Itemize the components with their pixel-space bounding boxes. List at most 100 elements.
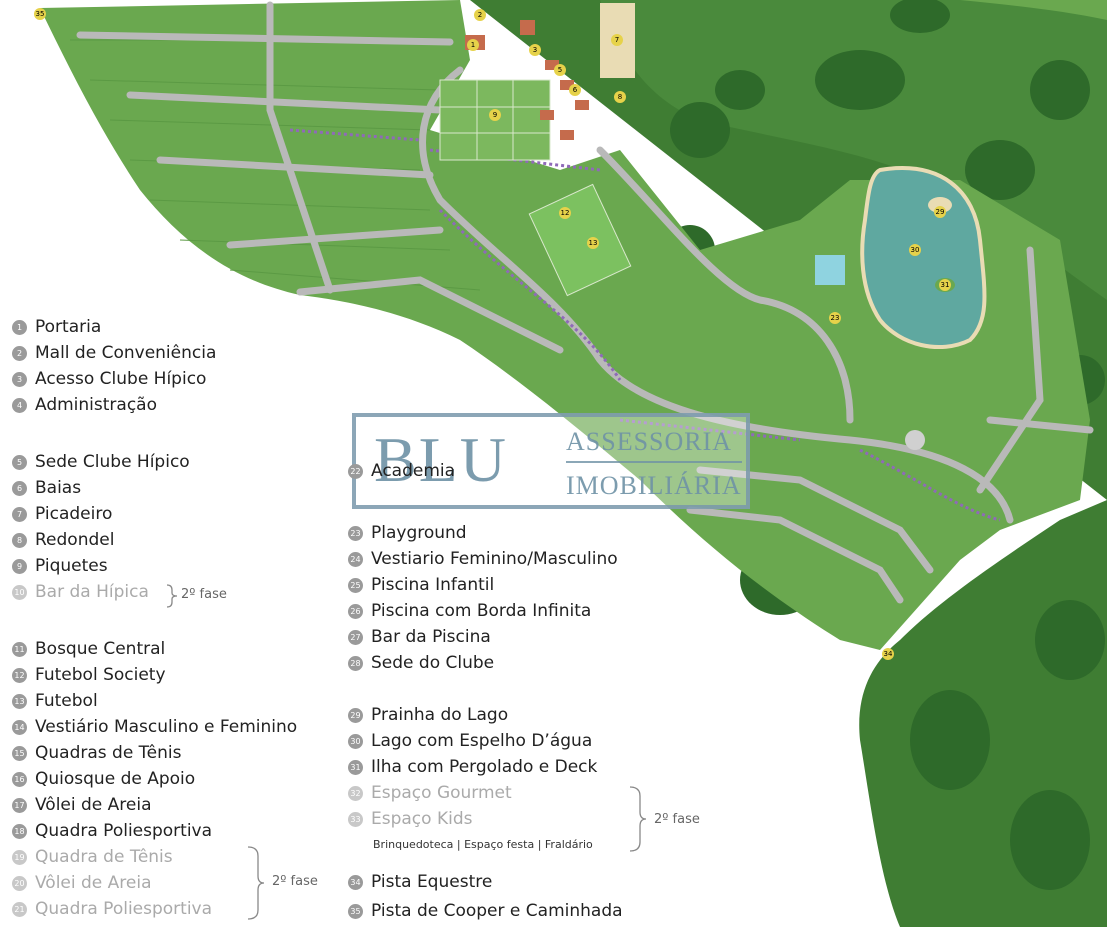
- legend-item-22: 22 Academia: [348, 460, 455, 482]
- legend-label: Quadras de Tênis: [35, 743, 182, 763]
- legend-item-5: 5 Sede Clube Hípico: [12, 451, 190, 473]
- watermark: BLU ASSESSORIA IMOBILIÁRIA: [352, 413, 750, 509]
- legend-number-badge: 30: [348, 733, 363, 749]
- legend-item-16: 16 Quiosque de Apoio: [12, 768, 195, 790]
- phase-label-10: 2º fase: [181, 587, 227, 602]
- legend-number-badge: 22: [348, 463, 363, 479]
- legend-item-9: 9 Piquetes: [12, 555, 108, 577]
- legend-number-badge: 21: [12, 901, 27, 917]
- legend-label: Academia: [371, 461, 456, 481]
- map-marker-29: 29: [936, 208, 945, 216]
- lots-area: [40, 0, 1090, 650]
- map-marker-7: 7: [615, 36, 619, 44]
- legend-number-badge: 33: [348, 811, 363, 827]
- phase-label-32-33: 2º fase: [654, 812, 700, 827]
- watermark-line1: ASSESSORIA: [566, 427, 733, 456]
- legend-label: Pista Equestre: [371, 872, 493, 892]
- legend-label: Quadra de Tênis: [35, 847, 173, 867]
- legend-label: Vôlei de Areia: [35, 873, 152, 893]
- legend-number-badge: 10: [12, 584, 27, 600]
- map-marker-34: 34: [884, 650, 893, 658]
- legend-item-33: 33 Espaço Kids: [348, 808, 472, 830]
- football-field: [528, 183, 632, 297]
- beach: [928, 197, 952, 213]
- legend-number-badge: 9: [12, 558, 27, 574]
- legend-label: Acesso Clube Hípico: [35, 369, 207, 389]
- legend-number-badge: 6: [12, 480, 27, 496]
- legend-item-15: 15 Quadras de Tênis: [12, 742, 182, 764]
- map-marker-6: 6: [573, 86, 578, 94]
- legend-label: Quadra Poliesportiva: [35, 899, 213, 919]
- legend-number-badge: 15: [12, 745, 27, 761]
- legend-item-28: 28 Sede do Clube: [348, 652, 494, 674]
- map-marker-13: 13: [589, 239, 598, 247]
- forest-clearing: [960, 0, 1107, 20]
- map-marker-3: 3: [533, 46, 537, 54]
- legend-label: Vôlei de Areia: [35, 795, 152, 815]
- legend-number-badge: 2: [12, 345, 27, 361]
- legend-label: Piquetes: [35, 556, 108, 576]
- legend-label: Espaço Gourmet: [371, 783, 512, 803]
- phase-label-19-21: 2º fase: [272, 874, 318, 889]
- legend-label: Quiosque de Apoio: [35, 769, 196, 789]
- map-marker-12: 12: [561, 209, 570, 217]
- legend-number-badge: 26: [348, 603, 363, 619]
- legend-number-badge: 5: [12, 454, 27, 470]
- legend-number-badge: 20: [12, 875, 27, 891]
- legend-number-badge: 25: [348, 577, 363, 593]
- pool: [815, 255, 845, 285]
- watermark-line2: IMOBILIÁRIA: [566, 471, 742, 500]
- brace-32-33: [629, 786, 647, 852]
- legend-label: Espaço Kids: [371, 809, 473, 829]
- legend-label: Baias: [35, 478, 82, 498]
- legend-number-badge: 11: [12, 641, 27, 657]
- legend-label: Mall de Conveniência: [35, 343, 217, 363]
- legend-number-badge: 28: [348, 655, 363, 671]
- legend-label: Bosque Central: [35, 639, 166, 659]
- watermark-brand: BLU: [374, 424, 508, 495]
- legend-label: Prainha do Lago: [371, 705, 509, 725]
- legend-number-badge: 27: [348, 629, 363, 645]
- legend-number-badge: 17: [12, 797, 27, 813]
- legend-number-badge: 19: [12, 849, 27, 865]
- legend-number-badge: 3: [12, 371, 27, 387]
- legend-item-19: 19 Quadra de Tênis: [12, 846, 173, 868]
- legend-label: Pista de Cooper e Caminhada: [371, 901, 623, 921]
- map-marker-23: 23: [831, 314, 840, 322]
- map-marker-35: 35: [36, 10, 45, 18]
- legend-number-badge: 32: [348, 785, 363, 801]
- legend-label: Futebol Society: [35, 665, 166, 685]
- legend-label: Ilha com Pergolado e Deck: [371, 757, 598, 777]
- map-marker-2: 2: [478, 11, 482, 19]
- map-marker-30: 30: [911, 246, 920, 254]
- legend-label: Bar da Hípica: [35, 582, 149, 602]
- legend-number-badge: 31: [348, 759, 363, 775]
- legend-number-badge: 7: [12, 506, 27, 522]
- legend-number-badge: 16: [12, 771, 27, 787]
- legend-label: Picadeiro: [35, 504, 113, 524]
- legend-item-31: 31 Ilha com Pergolado e Deck: [348, 756, 597, 778]
- legend-item-20: 20 Vôlei de Areia: [12, 872, 152, 894]
- legend-label: Vestiário Masculino e Feminino: [35, 717, 298, 737]
- legend-label: Sede do Clube: [371, 653, 495, 673]
- legend-label: Sede Clube Hípico: [35, 452, 190, 472]
- watermark-divider: [566, 461, 742, 463]
- field-grid: [440, 80, 550, 160]
- legend-number-badge: 18: [12, 823, 27, 839]
- legend-number-badge: 13: [12, 693, 27, 709]
- legend-item-11: 11 Bosque Central: [12, 638, 165, 660]
- legend-number-badge: 24: [348, 551, 363, 567]
- map-marker-9: 9: [493, 111, 497, 119]
- legend-label: Administração: [35, 395, 157, 415]
- map-marker-5: 5: [558, 66, 562, 74]
- legend-label: Futebol: [35, 691, 98, 711]
